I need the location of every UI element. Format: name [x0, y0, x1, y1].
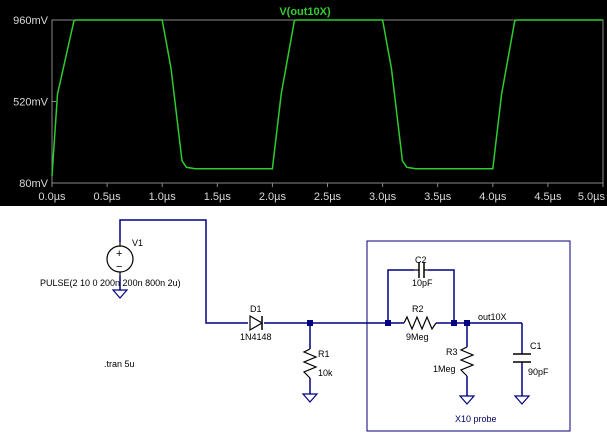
schematic-editor[interactable]: + − V1 PULSE(2 10 0 200n 200n 800n 2u) D…	[0, 206, 607, 435]
diode-icon	[249, 314, 264, 332]
probe-box-label[interactable]: X10 probe	[455, 414, 497, 424]
ground-icon	[301, 393, 319, 403]
trace-line[interactable]	[51, 19, 603, 177]
r2-name-label[interactable]: R2	[412, 304, 424, 314]
d1-value-label[interactable]: 1N4148	[240, 332, 272, 342]
y-tick-label: 80mV	[19, 178, 48, 190]
y-tick-label: 960mV	[13, 15, 49, 27]
waveform-plot-pane[interactable]: V(out10X) 960mV 520mV 80mV 0.0µs 0.5µs 1.0µs…	[0, 0, 607, 206]
tran-directive[interactable]: .tran 5u	[104, 359, 135, 369]
d1-diode[interactable]	[249, 314, 264, 332]
x-tick-label: 3.0µs	[369, 191, 397, 203]
junction-dot	[385, 320, 391, 326]
c2-capacitor[interactable]	[414, 262, 428, 278]
waveform-plot[interactable]: V(out10X) 960mV 520mV 80mV 0.0µs 0.5µs 1.0µs…	[0, 0, 607, 206]
r1-name-label[interactable]: R1	[318, 349, 330, 359]
x-tick-label: 2.5µs	[314, 191, 342, 203]
x-tick-label: 1.0µs	[149, 191, 177, 203]
x-tick-label: 4.5µs	[534, 191, 562, 203]
x-tick-label: 0.0µs	[38, 191, 66, 203]
x-tick-label: 1.5µs	[204, 191, 232, 203]
wire-v1-to-d1	[119, 219, 248, 324]
c1-capacitor[interactable]	[513, 353, 531, 363]
plot-frame	[51, 19, 604, 184]
x-tick-label: 3.5µs	[424, 191, 452, 203]
wires	[119, 219, 523, 396]
junction-dot	[464, 320, 470, 326]
r3-value-label[interactable]: 1Meg	[433, 364, 456, 374]
trace-group	[51, 19, 603, 177]
wire-c2-left	[387, 269, 414, 323]
y-tick-label: 520mV	[13, 97, 49, 109]
x-tick-label: 4.0µs	[479, 191, 507, 203]
d1-name-label[interactable]: D1	[250, 304, 262, 314]
c2-value-label[interactable]: 10pF	[412, 278, 433, 288]
r1-value-label[interactable]: 10k	[318, 368, 333, 378]
probe-box[interactable]	[366, 240, 571, 432]
r2-resistor[interactable]	[403, 315, 437, 331]
ground-icon	[513, 395, 531, 405]
r3-name-label[interactable]: R3	[446, 347, 458, 357]
wire-c2-right	[428, 269, 455, 323]
ground-icon	[458, 395, 476, 405]
svg-text:+: +	[116, 248, 122, 260]
c1-name-label[interactable]: C1	[530, 341, 542, 351]
r1-resistor[interactable]	[302, 348, 318, 379]
y-axis: 960mV 520mV 80mV	[13, 15, 56, 190]
r2-value-label[interactable]: 9Meg	[406, 332, 429, 342]
c1-value-label[interactable]: 90pF	[528, 367, 549, 377]
trace-name-label[interactable]: V(out10X)	[279, 6, 331, 18]
junction-dot	[307, 320, 313, 326]
svg-text:−: −	[116, 261, 122, 273]
v1-value-label[interactable]: PULSE(2 10 0 200n 200n 800n 2u)	[40, 278, 181, 288]
junction-dot	[451, 320, 457, 326]
r3-resistor[interactable]	[459, 346, 475, 377]
net-label-out10x[interactable]: out10X	[478, 312, 507, 322]
v1-voltage-source[interactable]: + −	[106, 242, 134, 276]
x-tick-label: 2.0µs	[259, 191, 287, 203]
x-tick-label: 0.5µs	[94, 191, 122, 203]
ground-symbols	[111, 289, 531, 405]
junctions	[307, 320, 470, 326]
c2-name-label[interactable]: C2	[415, 255, 427, 265]
ground-icon	[111, 289, 129, 299]
v1-name-label[interactable]: V1	[132, 238, 143, 248]
x-tick-label: 5.0µs	[578, 191, 606, 203]
schematic-canvas[interactable]: + − V1 PULSE(2 10 0 200n 200n 800n 2u) D…	[0, 206, 607, 435]
x-axis: 0.0µs 0.5µs 1.0µs 1.5µs 2.0µs 2.5µs 3.0µs 3.5µs…	[38, 183, 605, 203]
